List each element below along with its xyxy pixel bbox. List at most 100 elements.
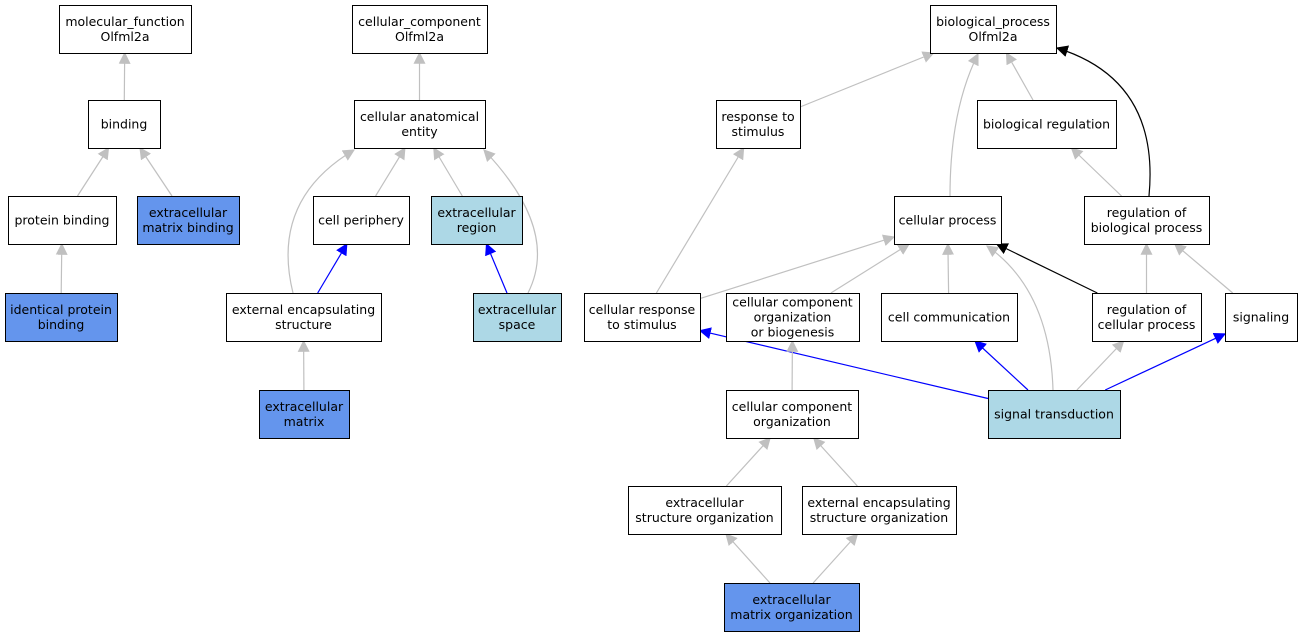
edges-layer	[55, 45, 1234, 584]
edge-signaling-to-reg_bio_proc	[1173, 243, 1234, 294]
node-box	[584, 293, 701, 342]
node-box	[988, 390, 1121, 439]
edge-cell_comm-to-cell_proc	[942, 242, 955, 294]
node-label-line: molecular_function	[65, 14, 184, 29]
node-box	[59, 5, 192, 54]
node-label-line: extracellular	[478, 302, 557, 317]
node-label-line: response to	[721, 109, 794, 124]
node-label-line: binding	[38, 317, 85, 332]
edge-reg_bio_proc-to-bio_reg	[1070, 147, 1122, 197]
node-signaling[interactable]: signaling	[1225, 293, 1298, 342]
node-label-line: cellular process	[1098, 317, 1196, 332]
node-box	[726, 390, 859, 439]
node-label-line: external encapsulating	[807, 495, 950, 510]
node-label-line: Olfml2a	[969, 29, 1018, 44]
edge-ext_encap-to-cell_periphery	[317, 242, 348, 294]
node-box	[628, 486, 782, 535]
node-protein-binding[interactable]: protein binding	[8, 196, 117, 245]
node-label-line: cellular response	[589, 302, 696, 317]
node-label-line: Olfml2a	[101, 29, 150, 44]
edge-cell_resp_stim-to-cell_proc	[699, 234, 896, 300]
node-box	[8, 196, 117, 245]
node-label-line: Olfml2a	[395, 29, 444, 44]
node-box	[473, 293, 562, 342]
edge-ext_space-to-ext_region	[485, 242, 508, 294]
node-box	[726, 293, 860, 342]
node-box	[352, 5, 488, 54]
node-label-line: biological process	[1091, 220, 1203, 235]
node-box	[894, 196, 1002, 245]
node-label-line: regulation of	[1107, 205, 1187, 220]
edge-protein_binding-to-binding	[76, 146, 110, 197]
node-cell-periphery[interactable]: cell periphery	[313, 196, 410, 245]
node-box	[977, 100, 1117, 149]
node-label-line: cell communication	[888, 310, 1010, 325]
node-label-line: regulation of	[1107, 302, 1187, 317]
node-box	[226, 293, 382, 342]
node-label-line: biological regulation	[983, 117, 1110, 132]
node-box	[716, 100, 801, 149]
node-label-line: binding	[101, 117, 148, 132]
edge-eso-to-cco	[725, 437, 771, 487]
node-box	[88, 100, 161, 149]
edge-ccob-to-cell_proc	[830, 243, 911, 294]
node-bio-reg[interactable]: biological regulation	[977, 100, 1117, 149]
node-binding[interactable]: binding	[88, 100, 161, 149]
node-label-line: organization	[753, 414, 831, 429]
edge-cell_periphery-to-cae	[375, 146, 406, 197]
node-box	[930, 5, 1057, 54]
node-label-line: cellular_component	[358, 14, 481, 29]
node-label-line: protein binding	[14, 213, 109, 228]
node-label-line: space	[499, 317, 536, 332]
node-cell-comm[interactable]: cell communication	[881, 293, 1018, 342]
node-box	[881, 293, 1018, 342]
edge-identical_protein_binding-to-protein_binding	[55, 242, 68, 294]
node-box	[1092, 293, 1202, 342]
edge-sig_trans-to-reg_cell_proc	[1076, 340, 1125, 391]
edge-cell_resp_stim-to-resp_stim	[655, 146, 745, 294]
node-label-line: signal transduction	[994, 407, 1114, 422]
edge-ext_region-to-cae	[433, 146, 463, 197]
node-label-line: to stimulus	[607, 317, 676, 332]
node-box	[724, 583, 860, 632]
node-box	[1225, 293, 1298, 342]
node-label-line: extracellular	[752, 592, 831, 607]
node-label-line: cellular component	[732, 399, 852, 414]
node-label-line: structure organization	[810, 510, 948, 525]
node-box	[259, 390, 350, 439]
node-sig-trans[interactable]: signal transduction	[988, 390, 1121, 439]
edge-sig_trans-to-cell_proc	[986, 245, 1054, 391]
node-label-line: matrix	[284, 414, 325, 429]
edge-ext_encap-to-cae	[287, 149, 356, 294]
node-label-line: cellular component	[732, 295, 852, 310]
node-cell-proc[interactable]: cellular process	[894, 196, 1002, 245]
node-label-line: extracellular	[265, 399, 344, 414]
edge-reg_cell_proc-to-cell_proc	[995, 243, 1098, 294]
node-label-line: region	[457, 220, 497, 235]
node-box	[802, 486, 957, 535]
node-label-line: entity	[401, 124, 438, 139]
node-box	[313, 196, 410, 245]
node-label-line: structure	[275, 317, 332, 332]
edge-emo-to-eeso	[812, 533, 859, 584]
